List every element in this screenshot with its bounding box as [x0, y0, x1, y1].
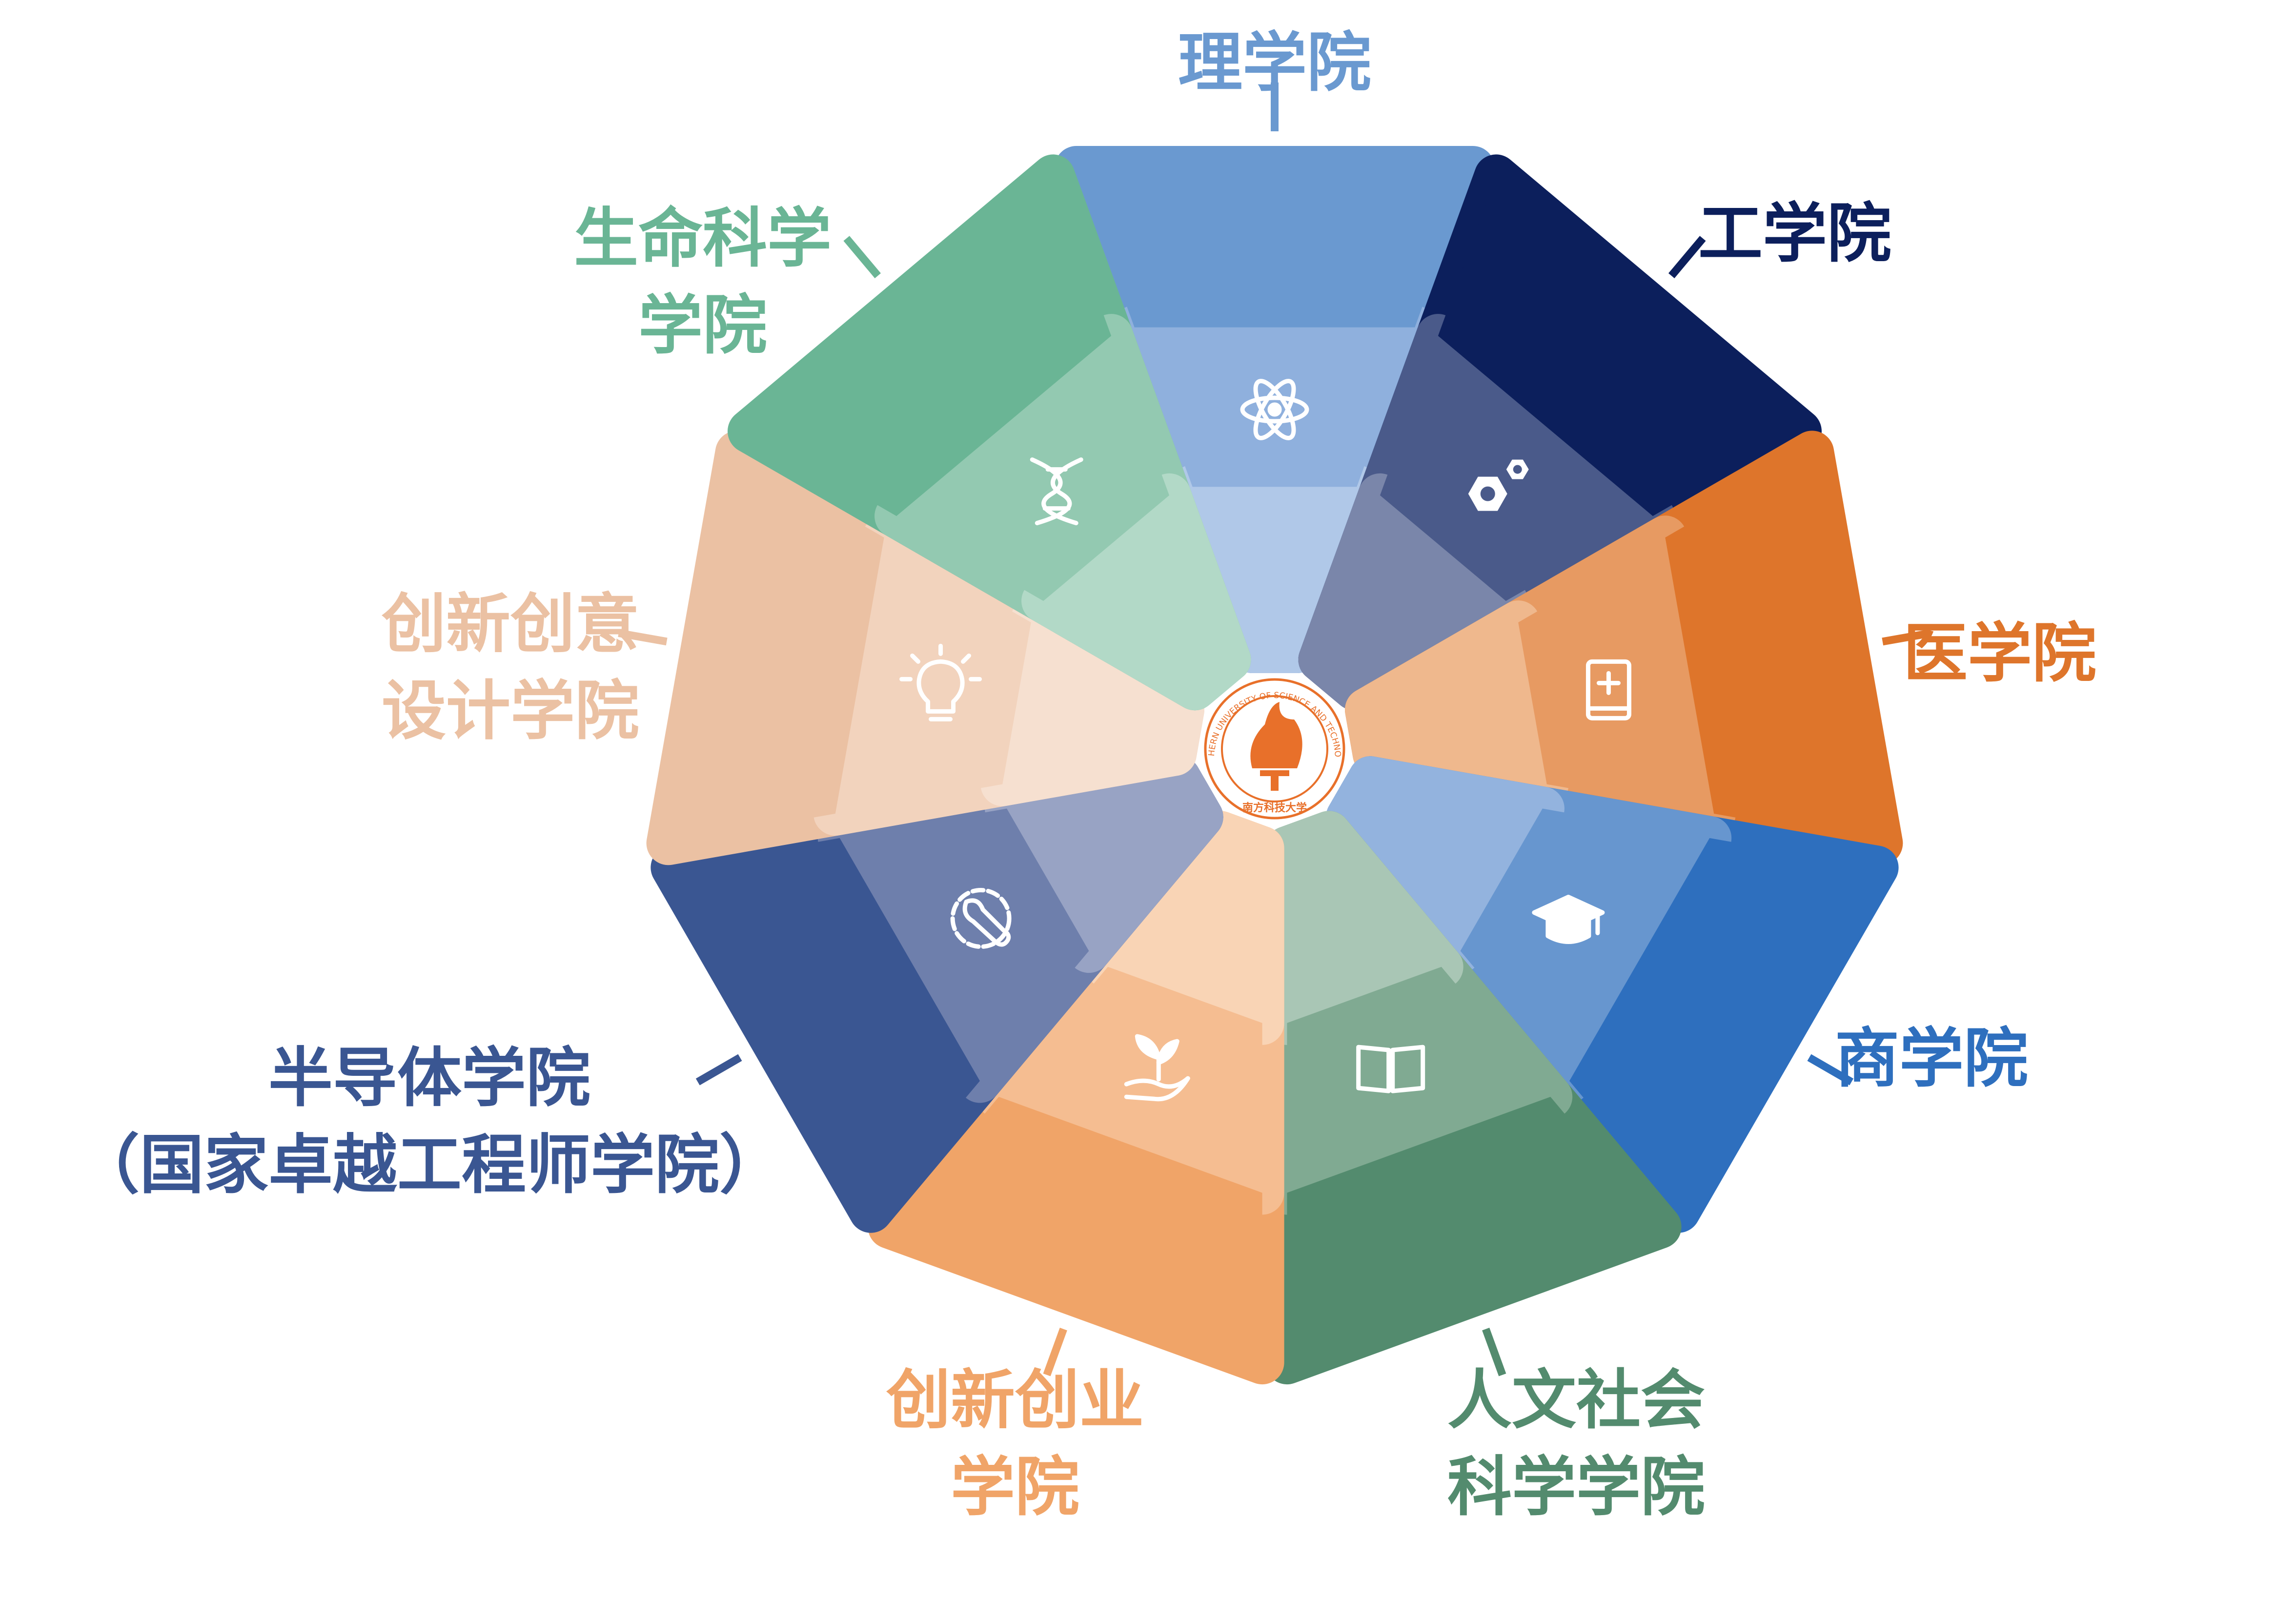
gears-icon — [1468, 459, 1529, 511]
label-line: 半导体学院 — [268, 1041, 590, 1116]
band-middle-fill — [1460, 808, 1710, 1081]
band-outer-fill — [750, 176, 1112, 516]
band-outer-fill — [1287, 1097, 1660, 1363]
label-line: 医学院 — [1903, 616, 2096, 691]
segment-science — [1054, 82, 1495, 673]
connector-line — [1668, 236, 1706, 279]
band-middle-fill — [839, 808, 1089, 1081]
segment-life-science — [728, 154, 1251, 711]
label-line: （国家卓越工程师学院） — [75, 1128, 784, 1203]
torch-base — [1260, 770, 1289, 776]
logo-chinese-text: 南方科技大学 — [1242, 802, 1307, 814]
label-semiconductor: 半导体学院 （国家卓越工程师学院） — [75, 1035, 784, 1209]
logo-inner-ring — [1221, 695, 1328, 802]
band-middle-fill — [896, 336, 1169, 601]
band-outer-fill — [890, 1097, 1262, 1363]
segment-medicine — [1345, 431, 1931, 865]
segment-design — [618, 431, 1204, 865]
segment-business — [1326, 756, 1899, 1233]
connector-line — [1807, 1054, 1854, 1086]
open-book-icon — [1356, 1045, 1425, 1093]
label-line: 人文社会 — [1447, 1363, 1705, 1438]
flame-icon — [1250, 702, 1302, 768]
graduation-cap-icon — [1532, 895, 1605, 944]
label-life-science: 生命科学学院 — [574, 195, 832, 369]
segment-entrepreneurship — [868, 811, 1284, 1385]
band-outer-fill — [1569, 838, 1877, 1211]
label-line: 科学学院 — [1447, 1450, 1705, 1525]
band-middle-fill — [1287, 966, 1551, 1193]
wrench-gear-icon — [950, 888, 1012, 949]
label-medicine: 医学院 — [1903, 610, 2096, 697]
label-line: 理学院 — [1178, 25, 1371, 101]
connector-line — [1482, 1327, 1506, 1377]
dna-icon — [1030, 457, 1083, 526]
label-design: 创新创意设计学院 — [382, 581, 639, 755]
connector-line — [695, 1054, 742, 1086]
connector-line — [618, 629, 668, 646]
band-middle-fill — [835, 537, 1031, 814]
label-line: 学院 — [638, 288, 767, 363]
band-middle-fill — [998, 966, 1262, 1193]
lightbulb-icon — [899, 643, 982, 721]
label-line: 工学院 — [1698, 196, 1891, 271]
label-engineering: 工学院 — [1698, 190, 1891, 277]
band-outer-fill — [1438, 176, 1800, 516]
label-line: 设计学院 — [382, 674, 639, 749]
connector-line — [1043, 1327, 1067, 1377]
connector-line — [843, 236, 881, 279]
band-outer-fill — [1665, 452, 1881, 843]
segment-humanities — [1265, 811, 1682, 1385]
segment-engineering — [1298, 154, 1822, 711]
label-line: 创新创意 — [382, 587, 639, 662]
label-business: 商学院 — [1835, 1015, 2028, 1102]
band-outer-fill — [1076, 168, 1473, 328]
band-middle-fill — [1518, 537, 1714, 814]
band-outer-fill — [668, 452, 884, 843]
label-line: 生命科学 — [574, 201, 832, 276]
band-outer-fill — [672, 838, 980, 1211]
torch-handle — [1271, 776, 1279, 791]
logo-outer-ring — [1204, 678, 1345, 820]
plant-in-hand-icon — [1124, 1034, 1190, 1102]
connector-line — [1882, 629, 1931, 646]
atom-icon — [1240, 379, 1309, 440]
label-entrepreneurship: 创新创业学院 — [886, 1357, 1144, 1531]
label-line: 学院 — [951, 1450, 1079, 1525]
segments — [618, 82, 1931, 1385]
label-line: 创新创业 — [886, 1363, 1144, 1438]
segment-semiconductor — [650, 756, 1223, 1233]
medical-book-icon — [1585, 659, 1631, 720]
label-line: 商学院 — [1835, 1021, 2028, 1096]
label-science: 理学院 — [1178, 20, 1371, 106]
label-humanities: 人文社会科学学院 — [1447, 1357, 1705, 1531]
